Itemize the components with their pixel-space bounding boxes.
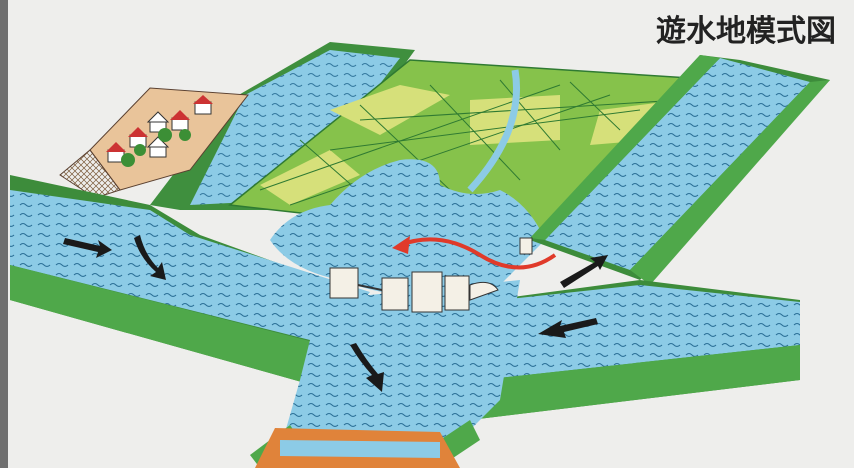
village [59, 87, 249, 199]
red-curved-arrow [392, 236, 557, 270]
upper-left-channel [150, 42, 415, 210]
scan-edge-strip [0, 0, 8, 468]
right-upper-river [530, 55, 830, 285]
diagram-title: 遊水地模式図 [656, 14, 836, 49]
downstream-channel [250, 280, 520, 468]
right-lower-river [470, 280, 800, 420]
left-river [10, 175, 380, 390]
overflow-weir [329, 237, 533, 313]
black-flow-arrow [63, 235, 608, 392]
flooded-basin [270, 159, 545, 297]
house-icon [106, 95, 213, 167]
